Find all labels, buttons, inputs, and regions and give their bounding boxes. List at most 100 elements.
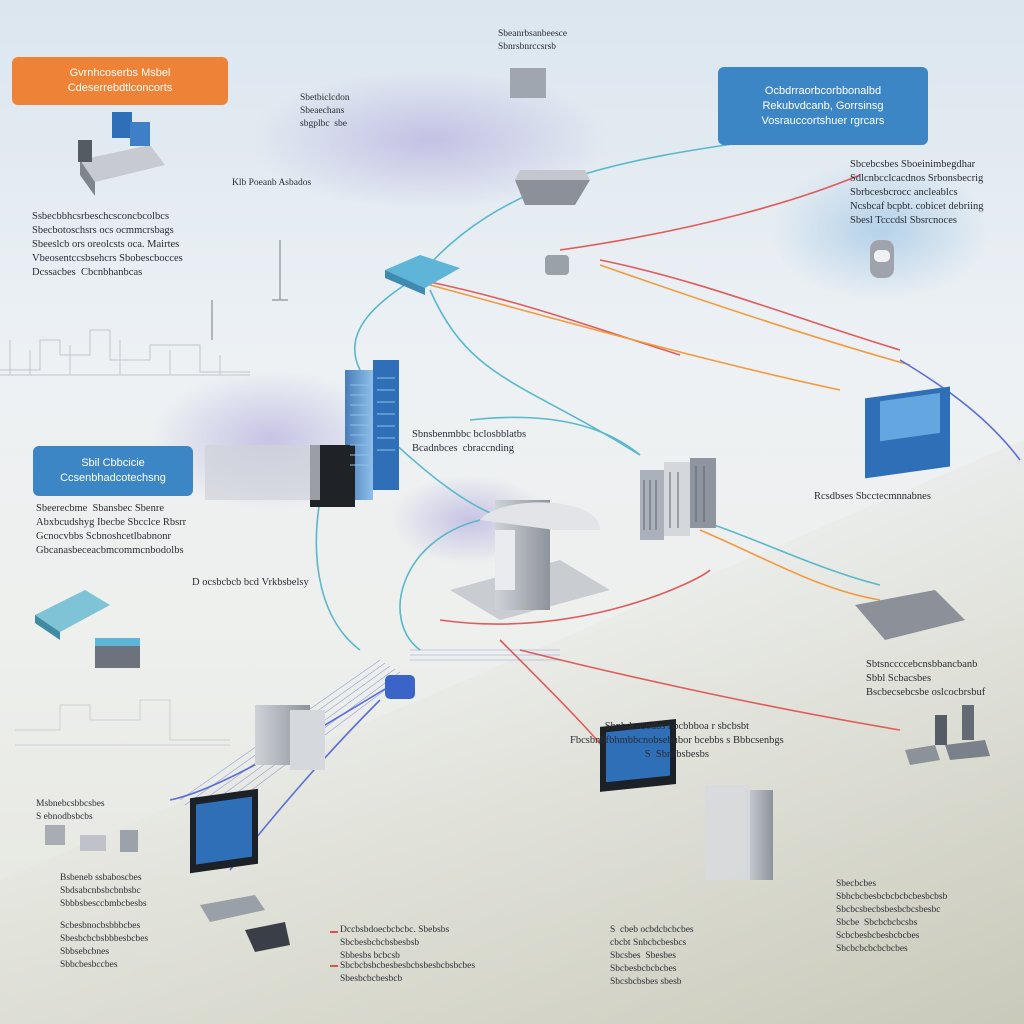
label-line: Scbcbesbcbesbcbcbes <box>836 931 920 941</box>
label-line: Vbeosentccsbsehcrs Sbobescbocces <box>32 253 183 264</box>
label-router-left: D ocsbcbcb bcd Vrkbsbelsy <box>192 577 309 588</box>
label-line: Sbnsbenmbbc bclosbblatbs <box>412 429 527 440</box>
label-line: Sbnbdcosbdbs hbcbbboa r sbcbsbt <box>604 721 750 732</box>
label-line: Sbcbe Sbcbcbcbcsbs <box>836 918 918 928</box>
city-skyline-left-lower <box>15 699 230 746</box>
cloud-node-hub <box>385 255 460 295</box>
city-skyline-left <box>0 329 250 376</box>
callout-top-right: Ocbdrraorbcorbbonalbd Rekubvdcanb, Gorrs… <box>718 67 928 145</box>
label-line: Sbetbiclcdon <box>300 93 350 103</box>
office-chairs <box>905 705 990 765</box>
monitor-bottom-center <box>600 718 773 880</box>
label-line: cbcbt Snbcbcbesbcs <box>610 938 687 948</box>
label-line: Sdlcnbcclcacdnos Srbonsbecrig <box>850 173 984 184</box>
label-line: Sbbcbcbesbcbcbcbcbesbcbsb <box>836 892 948 902</box>
label-line: Dccbsbdoecbcbcbc. Sbebsbs <box>340 925 450 935</box>
label-line: S Sbnsbsbesbs <box>644 749 709 760</box>
top-data-center <box>510 68 590 205</box>
label-line: Sbcbcsbecbsbesbcbcsbesbc <box>836 905 941 915</box>
workstation-top-left <box>78 112 165 196</box>
label-line: Dcssacbes Cbcnbhanbcas <box>32 267 143 278</box>
callout-mid-left: Sbil Cbbcicie Ccsenbhadcotechsng <box>33 446 193 496</box>
label-line: Abxbcudshyg Ibecbe Sbcclce Rbsrr <box>36 517 187 528</box>
small-devices-left <box>45 825 138 852</box>
label-line: Sbcbcbsbcbesbesbcbsbesbcbsbcbes <box>340 961 476 971</box>
red-marker <box>330 931 338 933</box>
label-line: S cbeb ocbdcbcbcbes <box>610 925 694 935</box>
security-camera <box>870 240 894 278</box>
router-device-left <box>35 590 140 668</box>
monitor-bottom-left <box>190 788 290 952</box>
label-line: Fbcsbnbfbhmbbcnobsebubor bcebbs s Bbbcse… <box>570 735 784 746</box>
callout-line: Gvrnhcoserbs Msbel <box>69 67 171 79</box>
label-line: Msbnebcsbbcsbes <box>36 799 105 809</box>
label-line: Bcadnbces cbraccnding <box>412 443 515 454</box>
label-line: Sbesl Tcccdsl Sbsrcnoces <box>850 215 957 226</box>
switch-cluster-right <box>640 458 716 540</box>
label-line: Sbesbcbcbsbbbesbcbes <box>60 934 149 944</box>
red-marker <box>330 965 338 967</box>
label-line: S ebnodbsbcbs <box>36 812 93 822</box>
label-line: sbgplbc sbe <box>300 119 347 129</box>
label-line: Sbnrsbnrccsrsb <box>498 42 557 52</box>
label-line: Sbrbcesbcrocc ancleablcs <box>850 187 958 198</box>
label-line: Sbbesbs bcbcsb <box>340 951 400 961</box>
label-cloud-left: Klb Poeanb Asbados <box>232 178 312 188</box>
label-line: Sbbsebcbnes <box>60 947 110 957</box>
central-server <box>450 500 610 620</box>
label-line: Sbeaechans <box>300 106 345 116</box>
small-device-top <box>545 255 569 275</box>
label-line: Sbbbsbesccbmbcbesbs <box>60 899 147 909</box>
label-line: Sbdsabcnbsbcbnbsbc <box>60 886 141 896</box>
label-line: Sbcbesbcbcbcbes <box>610 964 677 974</box>
callout-line: Ccsenbhadcotechsng <box>60 472 166 484</box>
callout-line: Ocbdrraorbcorbbonalbd <box>764 84 882 97</box>
label-line: Gcnocvbbs Scbnoshcetlbabnonr <box>36 531 172 542</box>
label-line: Sbbcbesbccbes <box>60 960 118 970</box>
label-line: Sbesbcbcbesbcb <box>340 974 403 984</box>
label-line: Sbcsbcbsbes sbesb <box>610 977 682 987</box>
label-line: Sbeanrbsanbeesce <box>498 29 568 39</box>
label-cluster-right: Rcsdbses Sbcctecmnnabnes <box>814 491 931 502</box>
label-line: Sbeerecbme Sbansbec Sbenre <box>36 503 164 514</box>
label-line: Sbecbotoschsrs ocs ocmmcrsbags <box>32 225 174 236</box>
label-line: Gbcanasbeceacbmcommcnbodolbs <box>36 545 184 556</box>
label-line: Bsbeneb ssbaboscbes <box>60 873 142 883</box>
laptop-right <box>855 386 965 640</box>
label-line: Sbecbcbes <box>836 879 877 889</box>
label-line: Ssbecbbhcsrbeschcsconcbcolbcs <box>32 211 170 222</box>
label-line: Sbtsnccccebcnsbbancbanb <box>866 659 978 670</box>
label-line: Sbcbcbcbcbcbcbes <box>836 944 908 954</box>
server-rack-left <box>205 360 399 507</box>
label-line: Sbbl Scbacsbes <box>866 673 932 684</box>
label-line: Sbeeslcb ors oreolcsts oca. Mairtes <box>32 239 180 250</box>
antenna-towers <box>211 240 288 340</box>
callout-line: Rekubvdcanb, Gorrsinsg <box>762 99 884 112</box>
label-line: Sbcbesbcbcbsbesbsb <box>340 938 420 948</box>
label-block-left-3: Msbnebcsbbcsbes S ebnodbsbcbs <box>36 798 105 824</box>
label-line: Sbcsbes Sbesbes <box>610 951 676 961</box>
callout-top-left: Gvrnhcoserbs Msbel Cdeserrebdtlconcorts <box>12 57 228 105</box>
callout-line: Sbil Cbbcicie <box>81 457 145 469</box>
label-line: Bscbecsebcsbe oslcocbrsbuf <box>866 687 986 698</box>
label-line: Scbesbnocbsbbbcbes <box>60 921 141 931</box>
cloud-haze <box>770 160 990 300</box>
callout-line: Vosrauccortshuer rgrcars <box>761 114 885 127</box>
callout-line: Cdeserrebdtlconcorts <box>67 82 173 94</box>
label-line: Sbcebcsbes Sboeinimbegdhar <box>850 159 976 170</box>
